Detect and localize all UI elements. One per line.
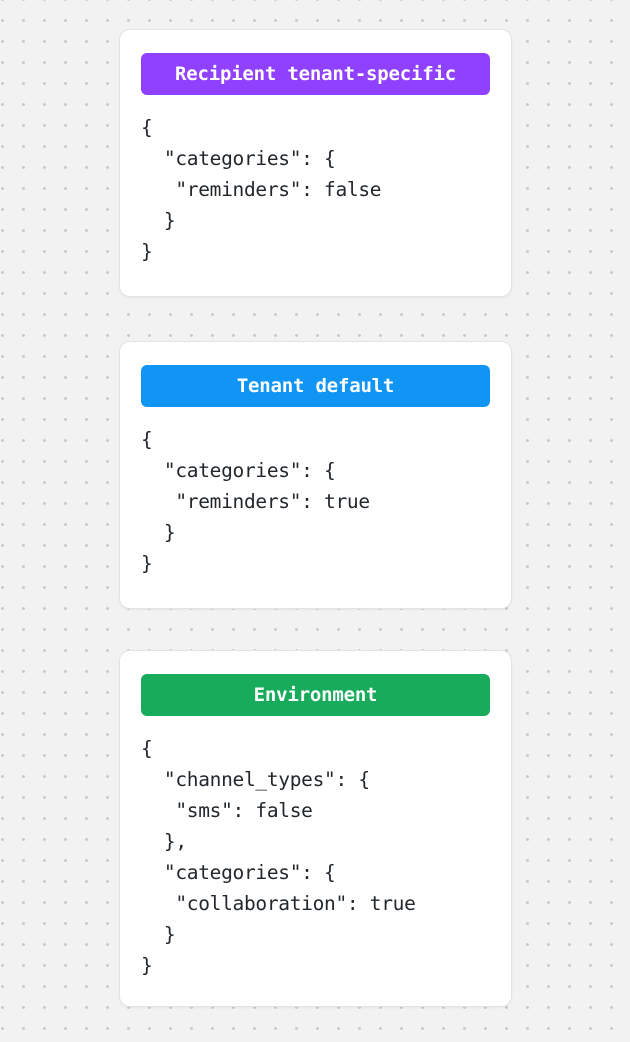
card-header-label: Recipient tenant-specific <box>175 62 456 85</box>
json-code-block: { "categories": { "reminders": true } } <box>141 428 370 575</box>
json-code-block: { "channel_types": { "sms": false }, "ca… <box>141 737 416 977</box>
card-environment[interactable]: Environment { "channel_types": { "sms": … <box>119 650 512 1007</box>
card-header-recipient-tenant-specific: Recipient tenant-specific <box>141 53 490 95</box>
card-header-environment: Environment <box>141 674 490 716</box>
card-body: { "channel_types": { "sms": false }, "ca… <box>120 716 511 1002</box>
json-code-block: { "categories": { "reminders": false } } <box>141 116 382 263</box>
card-header-label: Environment <box>253 683 378 706</box>
card-header-tenant-default: Tenant default <box>141 365 490 407</box>
card-recipient-tenant-specific[interactable]: Recipient tenant-specific { "categories"… <box>119 29 512 297</box>
card-tenant-default[interactable]: Tenant default { "categories": { "remind… <box>119 341 512 609</box>
card-body: { "categories": { "reminders": true } } <box>120 407 511 600</box>
card-header-label: Tenant default <box>236 374 395 397</box>
card-body: { "categories": { "reminders": false } } <box>120 95 511 288</box>
